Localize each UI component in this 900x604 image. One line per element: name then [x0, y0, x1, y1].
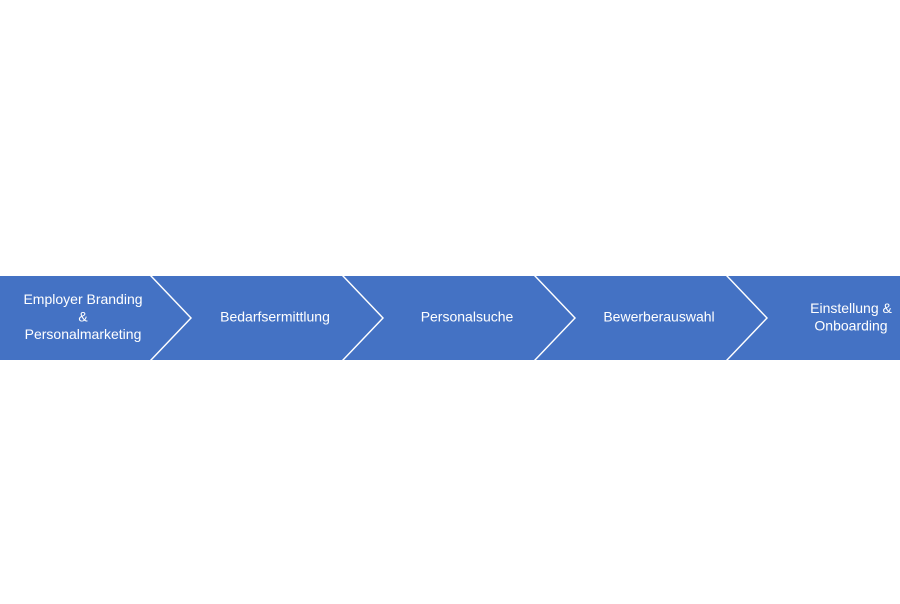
process-step-label-line: Employer Branding: [23, 291, 142, 307]
process-step-personalsuche: Personalsuche: [344, 276, 574, 360]
process-step-label-line: Bewerberauswahl: [603, 309, 714, 325]
process-step-shape: [536, 276, 766, 360]
process-step-einstellung-and-onboarding: Einstellung &Onboarding: [728, 276, 900, 360]
process-step-label-line: Bedarfsermittlung: [220, 309, 330, 325]
process-step-label-line: &: [78, 309, 88, 325]
process-step-employer-branding-and-personalmarketing: Employer Branding &Personalmarketing: [0, 276, 190, 360]
process-step-shape: [0, 276, 190, 360]
process-step-label: Einstellung &Onboarding: [810, 300, 892, 334]
process-step-shape: [344, 276, 574, 360]
process-step-label: Employer Branding &Personalmarketing: [23, 291, 142, 342]
process-step-label: Bewerberauswahl: [603, 309, 714, 325]
process-step-label-line: Onboarding: [814, 317, 887, 333]
process-step-shape: [728, 276, 900, 360]
process-step-label-line: Personalsuche: [421, 309, 514, 325]
process-step-label: Bedarfsermittlung: [220, 309, 330, 325]
process-step-label-line: Einstellung &: [810, 300, 892, 316]
process-step-shape: [152, 276, 382, 360]
process-step-bewerberauswahl: Bewerberauswahl: [536, 276, 766, 360]
process-step-label: Personalsuche: [421, 309, 514, 325]
process-step-label-line: Personalmarketing: [25, 326, 142, 342]
process-step-bedarfsermittlung: Bedarfsermittlung: [152, 276, 382, 360]
